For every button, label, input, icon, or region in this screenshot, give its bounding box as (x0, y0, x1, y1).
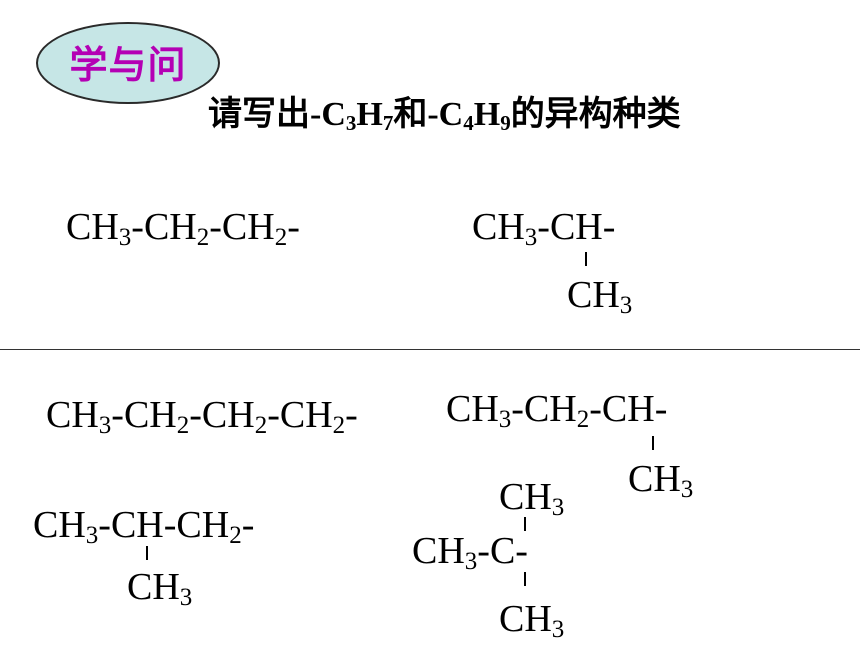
isopropyl-main-chain: CH3-CH- (472, 206, 616, 251)
isopropyl-bond (585, 252, 587, 266)
sec-butyl-branch: CH3 (628, 458, 694, 503)
topic-badge: 学与问 (36, 22, 220, 104)
isobutyl-bond (146, 546, 148, 560)
isopropyl-branch: CH3 (567, 274, 633, 319)
isobutyl-branch: CH3 (127, 566, 193, 611)
sec-butyl-main-chain: CH3-CH2-CH- (446, 388, 668, 433)
tert-butyl-top-methyl: CH3 (499, 476, 565, 521)
sec-butyl-bond (652, 436, 654, 450)
badge-label: 学与问 (69, 42, 187, 87)
tert-butyl-bottom-methyl: CH3 (499, 598, 565, 643)
n-butyl-formula: CH3-CH2-CH2-CH2- (46, 394, 358, 439)
tert-butyl-main-chain: CH3-C- (412, 530, 528, 575)
n-propyl-formula: CH3-CH2-CH2- (66, 206, 300, 251)
section-divider (0, 349, 860, 350)
tert-butyl-bottom-bond (524, 572, 526, 586)
question-text: 请写出-C3H7和-C4H9的异构种类 (208, 94, 681, 135)
isobutyl-main-chain: CH3-CH-CH2- (33, 504, 255, 549)
tert-butyl-top-bond (524, 517, 526, 531)
